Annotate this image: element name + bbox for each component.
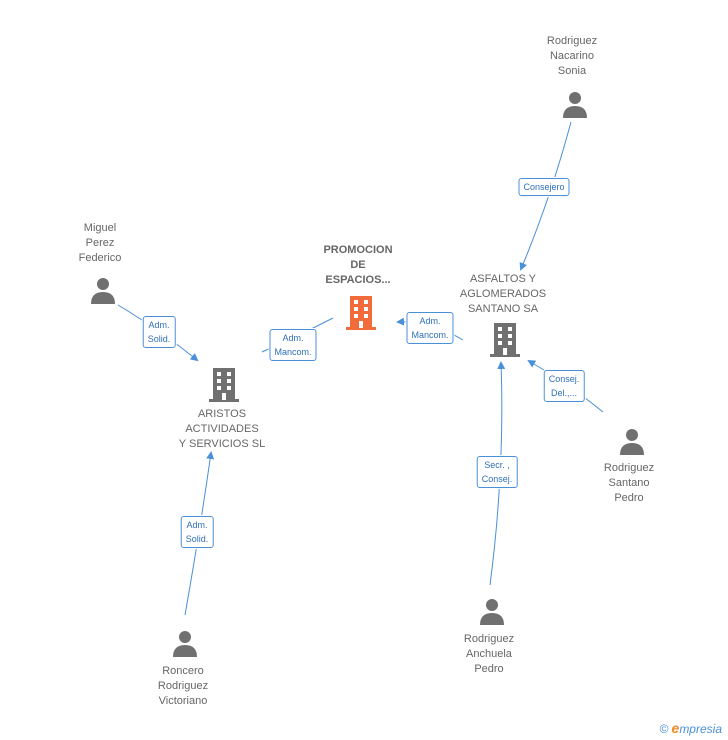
person-icon-miguel[interactable] [88, 276, 118, 306]
node-label-asfaltos[interactable]: ASFALTOS Y AGLOMERADOS SANTANO SA [459, 273, 547, 315]
edge-label-santano-asfaltos: Consej. Del.,... [543, 370, 585, 402]
building-icon-aristos[interactable] [209, 368, 239, 402]
node-label-nacarino[interactable]: Rodriguez Nacarino Sonia [546, 35, 598, 77]
edge-label-aristos-promocion: Adm. Mancom. [269, 329, 317, 361]
node-label-santano[interactable]: Rodriguez Santano Pedro [603, 462, 655, 504]
edge-label-nacarino-asfaltos: Consejero [518, 178, 570, 196]
copyright-symbol: © [659, 722, 669, 736]
footer-brand[interactable]: ©empresia [660, 720, 722, 736]
edge-label-roncero-aristos: Adm. Solid. [180, 516, 214, 548]
person-icon-roncero[interactable] [170, 629, 200, 659]
edge-nacarino-asfaltos [519, 121, 572, 271]
node-label-promocion[interactable]: PROMOCION DE ESPACIOS... [323, 244, 393, 286]
person-icon-anchuela[interactable] [477, 597, 507, 627]
edge-label-asfaltos-promocion: Adm. Mancom. [406, 312, 454, 344]
node-label-anchuela[interactable]: Rodriguez Anchuela Pedro [463, 633, 515, 675]
brand-logo-initial: e [671, 720, 680, 736]
edge-label-miguel-aristos: Adm. Solid. [142, 316, 176, 348]
building-icon-promocion[interactable] [346, 296, 376, 330]
node-label-miguel[interactable]: Miguel Perez Federico [78, 222, 122, 264]
person-icon-nacarino[interactable] [560, 90, 590, 120]
node-label-aristos[interactable]: ARISTOS ACTIVIDADES Y SERVICIOS SL [178, 408, 266, 450]
building-icon-asfaltos[interactable] [490, 323, 520, 357]
edge-label-anchuela-asfaltos: Secr. , Consej. [476, 456, 518, 488]
node-label-roncero[interactable]: Roncero Rodriguez Victoriano [157, 665, 209, 707]
brand-logo-text: mpresia [679, 722, 722, 736]
person-icon-santano[interactable] [617, 427, 647, 457]
